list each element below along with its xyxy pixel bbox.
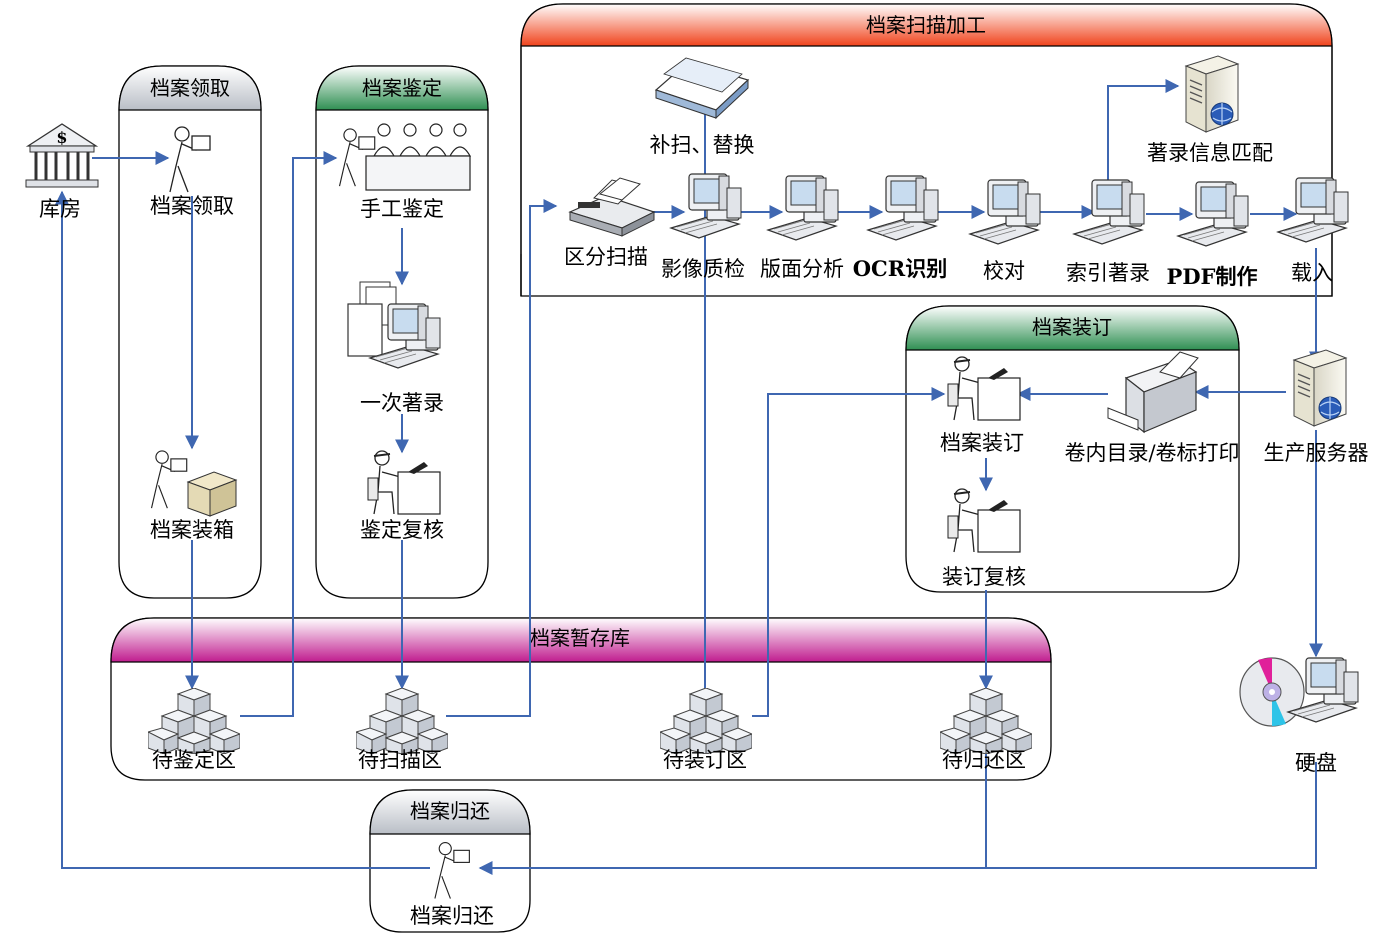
document-scanner-icon [568,177,656,237]
return-group: 档案归还 [369,789,531,933]
storage-title: 档案暂存库 [530,626,630,650]
node-ocr: OCR识别 [853,256,947,281]
node-zone-appraise: 待鉴定区 [152,748,236,772]
node-appraise-review: 鉴定复核 [360,518,444,542]
documents-computer-icon [347,281,441,369]
server-icon [1185,55,1239,133]
node-pdf: PDF制作 [1167,264,1258,289]
scan-processing-title: 档案扫描加工 [866,13,986,37]
node-image-qc: 影像质检 [661,257,745,281]
node-server: 生产服务器 [1264,441,1369,465]
node-manual-appraise: 手工鉴定 [360,197,444,221]
node-zone-binding: 待装订区 [663,748,747,772]
node-layout-analysis: 版面分析 [760,257,844,281]
node-split-scan: 区分扫描 [564,245,648,269]
hard-disk-icon [1239,657,1359,727]
bank-icon: $ [25,123,99,188]
packing-icon [150,450,238,517]
appraise-title: 档案鉴定 [362,76,442,100]
node-return: 档案归还 [410,904,494,928]
receive-title: 档案领取 [150,76,230,100]
node-proofread: 校对 [983,259,1025,283]
server-icon [1293,349,1347,427]
svg-text:$: $ [56,128,67,147]
printer-icon [1107,351,1199,434]
receive-group: 档案领取 [118,65,262,599]
node-binding-review: 装订复核 [942,565,1026,589]
node-load: 载入 [1291,261,1333,285]
storage-group: 档案暂存库 [110,617,1052,781]
node-catalog-match: 著录信息匹配 [1147,141,1273,165]
node-receive: 档案领取 [150,194,234,218]
node-packing: 档案装箱 [150,518,234,542]
node-first-catalog: 一次著录 [360,391,444,415]
node-zone-return: 待归还区 [942,748,1026,772]
node-rescan: 补扫、替换 [650,133,755,157]
flatbed-scanner-icon [654,57,750,120]
node-index-catalog: 索引著录 [1066,261,1150,285]
node-labels: 库房 档案领取 档案装箱 手工鉴定 一次著录 鉴定复核 补扫、替换 区分扫描 影… [39,133,1369,928]
node-print: 卷内目录/卷标打印 [1064,441,1239,465]
node-disk: 硬盘 [1295,751,1337,775]
binding-title: 档案装订 [1032,315,1112,339]
node-binding: 档案装订 [940,431,1024,455]
node-zone-scan: 待扫描区 [358,748,442,772]
return-title: 档案归还 [410,799,490,823]
appraisal-panel-icon [338,123,472,191]
node-warehouse: 库房 [39,197,81,221]
